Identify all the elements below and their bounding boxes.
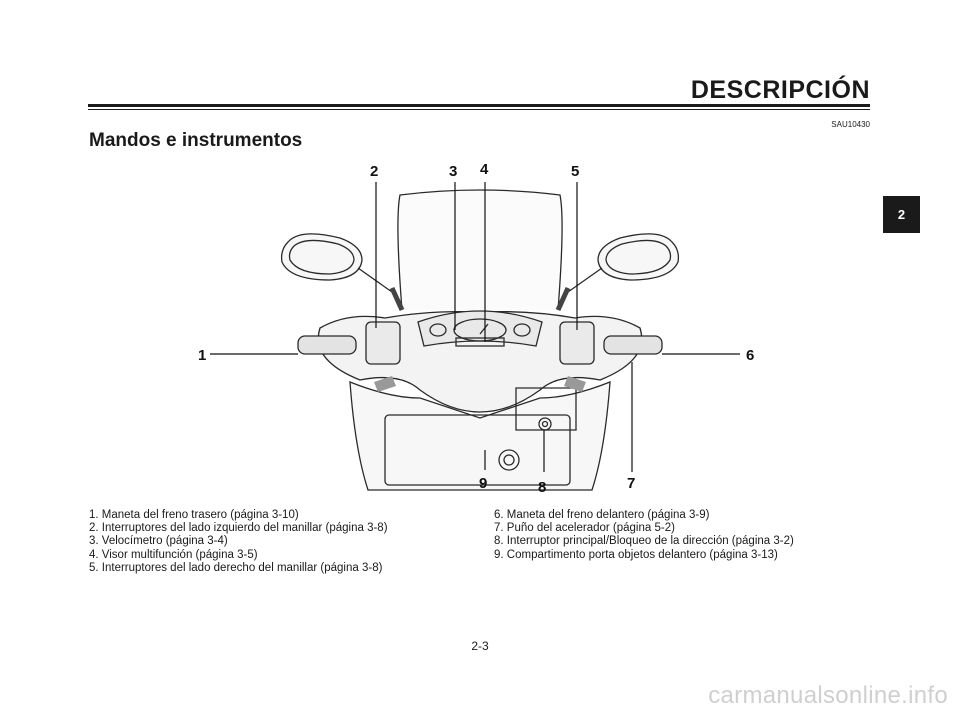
page-number: 2-3 (471, 639, 489, 653)
instrument-panel-illustration (417, 310, 543, 347)
left-mirror-illustration (280, 233, 405, 312)
front-body-illustration (349, 381, 611, 491)
right-mirror-illustration (555, 233, 680, 312)
captions-left: 1. Maneta del freno trasero (página 3-10… (89, 509, 494, 575)
caption-item: 1. Maneta del freno trasero (página 3-10… (89, 509, 299, 521)
callout-3: 3 (449, 163, 457, 180)
callout-7: 7 (627, 475, 635, 492)
callout-6: 6 (746, 347, 754, 364)
caption-item: 4. Visor multifunción (página 3-5) (89, 548, 258, 561)
callout-5: 5 (571, 163, 579, 180)
chapter-tab-label: 2 (897, 207, 906, 222)
right-grip-illustration (559, 321, 663, 365)
caption-item: 3. Velocímetro (página 3-4) (89, 535, 228, 548)
page-heading: Mandos e instrumentos (89, 130, 303, 151)
caption-item: 6. Maneta del freno delantero (página 3-… (494, 509, 710, 521)
chapter-tab[interactable]: 2 (883, 196, 920, 233)
caption-item: 9. Compartimento porta objetos delantero… (494, 548, 778, 561)
caption-item: 5. Interruptores del lado derecho del ma… (89, 561, 383, 574)
caption-item: 7. Puño del acelerador (página 5-2) (494, 522, 675, 535)
callout-4: 4 (480, 161, 489, 178)
header-rule-thick (88, 104, 870, 107)
main-switch-illustration (538, 417, 552, 431)
callout-9: 9 (479, 475, 487, 492)
reference-code: SAU10430 (831, 120, 870, 129)
header-rule-thin (88, 109, 870, 110)
windscreen-illustration (397, 189, 563, 311)
callout-leaders (210, 182, 740, 472)
callout-1: 1 (198, 347, 206, 364)
callout-8: 8 (538, 479, 546, 496)
caption-item: 8. Interruptor principal/Bloqueo de la d… (494, 535, 794, 548)
captions-right: 6. Maneta del freno delantero (página 3-… (494, 509, 794, 575)
scooter-controls-figure: 1 2 3 4 5 6 7 8 9 (198, 161, 754, 496)
section-title: DESCRIPCIÓN (690, 76, 870, 104)
watermark: carmanualsonline.info (708, 682, 948, 709)
caption-item: 2. Interruptores del lado izquierdo del … (89, 522, 388, 535)
figure-captions: 1. Maneta del freno trasero (página 3-10… (89, 509, 849, 575)
storage-lock-illustration (498, 449, 520, 471)
left-grip-illustration (297, 321, 401, 365)
callout-2: 2 (370, 163, 378, 180)
